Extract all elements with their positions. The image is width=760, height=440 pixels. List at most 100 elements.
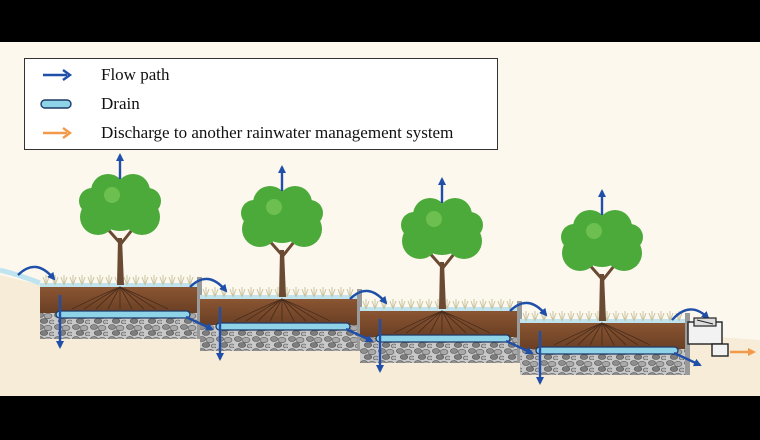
grass-tuft (479, 299, 487, 310)
drain-pipe (375, 334, 511, 343)
grass-tuft (202, 287, 210, 298)
drain-flow-arrow (185, 315, 214, 331)
terrace-2 (200, 287, 362, 351)
grass-tuft (470, 299, 478, 310)
orange-arrow-icon (43, 127, 73, 139)
root-strand (119, 286, 169, 310)
grass-tuft (186, 275, 194, 286)
root-strand (601, 322, 627, 346)
tree-trunk (279, 250, 286, 297)
grass-tuft (522, 311, 530, 322)
grass-tuft (319, 287, 327, 298)
grass-tuft (362, 299, 370, 310)
grass-tuft (389, 299, 397, 310)
surface-flow-arrow (349, 289, 388, 305)
grass-tuft (328, 287, 336, 298)
foliage-highlight (104, 187, 120, 203)
grass-tuft (576, 311, 584, 322)
root-strand (441, 310, 467, 334)
ponding-layer (360, 307, 520, 312)
root-strand (107, 286, 121, 310)
grass-tuft (211, 287, 219, 298)
root-strand (245, 298, 283, 322)
surface-flow-arrow (509, 301, 548, 317)
terrace-4 (520, 311, 690, 375)
bottom-letterbox (0, 396, 760, 440)
grass-tuft (265, 287, 273, 298)
root-strand (119, 286, 145, 310)
grass-tuft (549, 311, 557, 322)
drain-pipe (535, 346, 679, 355)
drain-flow-arrow (673, 351, 702, 367)
outlet-overflow-arrow (671, 308, 710, 321)
root-strand (95, 286, 121, 310)
grass-tuft (301, 287, 309, 298)
grass-tuft (247, 287, 255, 298)
foliage-highlight (586, 223, 602, 239)
grass-tuft (292, 287, 300, 298)
root-strand (119, 286, 133, 310)
legend-item-discharge: Discharge to another rainwater managemen… (37, 121, 453, 145)
grass-tuft (567, 311, 575, 322)
root-strand (417, 310, 443, 334)
root-strand (281, 298, 307, 322)
grass-tuft (407, 299, 415, 310)
grass-tuft (657, 311, 665, 322)
grass-tuft (371, 299, 379, 310)
grass-tuft (229, 287, 237, 298)
grass-tuft (461, 299, 469, 310)
grass-tuft (78, 275, 86, 286)
foliage-blob (135, 188, 161, 214)
drain-pipe-icon (40, 99, 72, 109)
foliage-blob (401, 212, 427, 238)
root-strand (233, 298, 283, 322)
grass-tuft (488, 299, 496, 310)
grass-tuft (105, 275, 113, 286)
drain-pipe (215, 322, 351, 331)
root-strand (393, 310, 443, 334)
grass-tuft (621, 311, 629, 322)
grass-tuft (585, 311, 593, 322)
grass-tuft (612, 311, 620, 322)
root-strand (565, 322, 603, 346)
root-strand (601, 322, 615, 346)
root-strand (441, 310, 491, 334)
root-strand (429, 310, 443, 334)
grass-tuft (558, 311, 566, 322)
grass-tuft (238, 287, 246, 298)
grass-tuft (159, 275, 167, 286)
legend-item-flow-path: Flow path (37, 63, 169, 87)
grass-tuft (425, 299, 433, 310)
grass-tuft (310, 287, 318, 298)
root-strand (601, 322, 651, 346)
legend-item-drain: Drain (37, 92, 140, 116)
ponding-layer (520, 319, 688, 324)
root-strand (405, 310, 443, 334)
tree-trunk (117, 238, 124, 285)
grass-tuft (123, 275, 131, 286)
ponding-layer (200, 295, 360, 300)
root-strand (281, 298, 295, 322)
grass-tuft (506, 299, 514, 310)
grass-tuft (639, 311, 647, 322)
blue-arrow-icon (43, 69, 73, 81)
tree-trunk (599, 274, 606, 321)
soil-layer (360, 311, 520, 337)
grass-tuft (648, 311, 656, 322)
ponding-layer (40, 283, 200, 288)
foliage-blob (561, 224, 587, 250)
foliage-blob (617, 224, 643, 250)
grass-tuft (497, 299, 505, 310)
root-strand (441, 310, 455, 334)
tree (393, 198, 491, 334)
tree (71, 174, 169, 310)
grass-tuft (337, 287, 345, 298)
legend-label: Drain (101, 94, 140, 113)
root-strand (71, 286, 121, 310)
grass-tuft (150, 275, 158, 286)
legend-label: Flow path (101, 65, 170, 84)
tree (553, 210, 651, 346)
root-strand (257, 298, 283, 322)
root-strand (269, 298, 283, 322)
retaining-wall (357, 289, 362, 351)
